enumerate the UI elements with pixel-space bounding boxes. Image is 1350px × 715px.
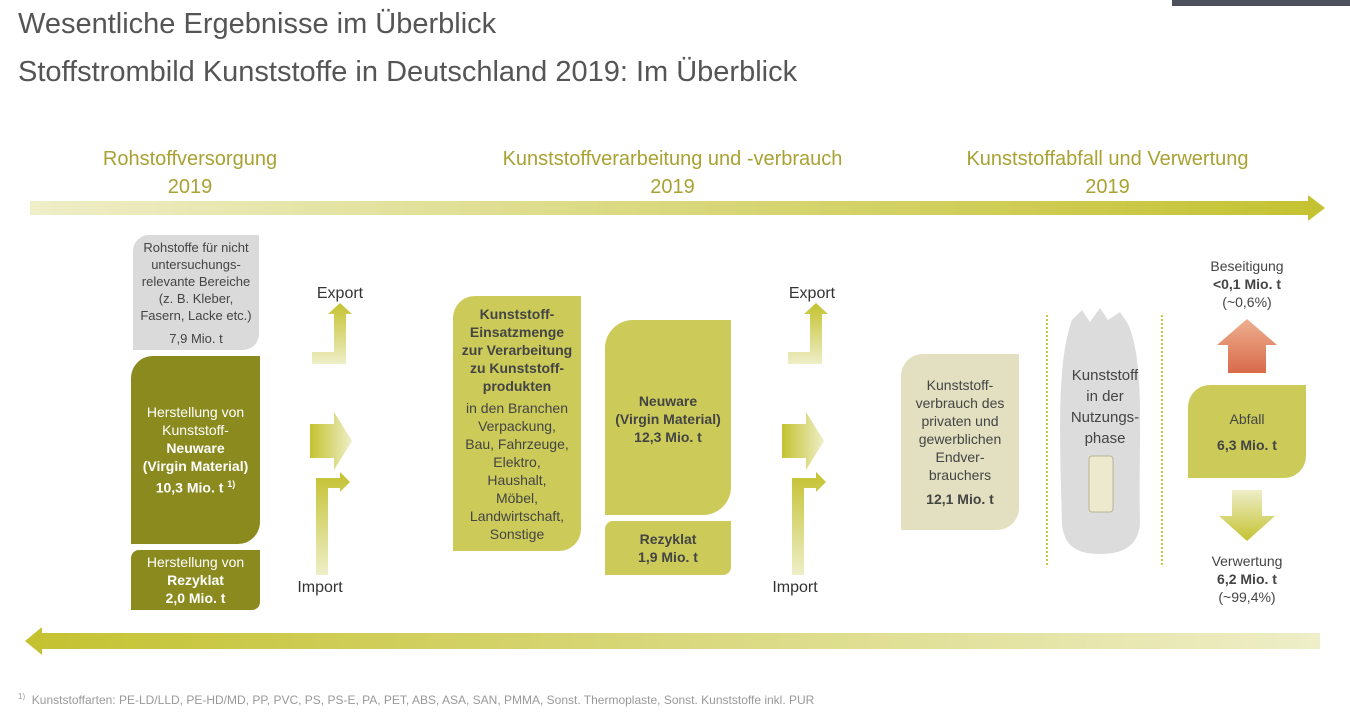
text-line: gewerblichen	[918, 431, 1002, 447]
phase-year: 2019	[1085, 176, 1130, 198]
export-arrow-icon	[312, 303, 828, 364]
footnote-mark: 1)	[227, 479, 236, 490]
text-line: Kunststoff-	[479, 305, 555, 322]
text-line: relevante Bereiche	[141, 273, 251, 289]
usage-cloud	[1060, 308, 1141, 554]
timeline-arrow-right	[30, 195, 1325, 221]
text-line: Endver-	[935, 449, 985, 465]
value: 6,2 Mio. t	[1217, 571, 1277, 587]
import-label: Import	[772, 579, 818, 596]
divider	[1046, 315, 1048, 565]
export-label: Export	[788, 285, 836, 302]
text-line: Haushalt,	[487, 471, 547, 488]
text-line: zur Verarbeitung	[461, 341, 573, 358]
text-line: Abfall	[1229, 410, 1265, 427]
box-end-consumer: Kunststoff-verbrauch des privaten und gewe…	[901, 354, 1019, 530]
text-line: (z. B. Kleber,	[158, 290, 234, 306]
text-line: (Virgin Material)	[142, 458, 249, 475]
text-line: Möbel,	[495, 489, 539, 506]
text-line: Verpackung,	[478, 417, 556, 434]
divider	[1161, 315, 1163, 565]
text-line: in den Branchen	[466, 399, 568, 416]
text-line: Verwertung	[1211, 553, 1283, 569]
box-virgin-material: Neuware (Virgin Material) 12,3 Mio. t	[605, 320, 731, 515]
text-line: Kunststoff-	[162, 422, 229, 439]
export-label: Export	[316, 285, 364, 302]
text-line: Rezyklat	[167, 572, 224, 588]
text-line: Fasern, Lacke etc.)	[140, 307, 252, 323]
phase-processing: Kunststoffverarbeitung und -verbrauch 201…	[480, 145, 865, 201]
flow-arrow-icon	[310, 412, 824, 470]
text-line: Herstellung von	[146, 554, 245, 570]
text-line: Einsatzmenge	[469, 323, 565, 340]
text-line: Rezyklat	[639, 531, 697, 547]
text-line: (Virgin Material)	[615, 411, 721, 427]
value: <0,1 Mio. t	[1212, 276, 1282, 292]
text-line: Neuware	[638, 393, 698, 409]
page-subtitle: Stoffstrombild Kunststoffe in Deutschlan…	[18, 56, 798, 88]
text-line: Neuware	[166, 440, 225, 457]
phase-label: Kunststoffabfall und Verwertung	[966, 148, 1249, 170]
phase-label: Kunststoffverarbeitung und -verbrauch	[502, 148, 843, 170]
hourglass-icon	[1088, 455, 1114, 513]
phase-year: 2019	[650, 176, 695, 198]
phase-year: 2019	[167, 176, 213, 198]
disposal-info: Beseitigung <0,1 Mio. t (~0,6%)	[1187, 253, 1307, 315]
text-line: Landwirtschaft,	[469, 507, 565, 524]
text-line: phase	[1084, 430, 1126, 447]
import-label: Import	[297, 579, 343, 596]
text-line: zu Kunststoff-	[469, 359, 565, 376]
text-line: brauchers	[928, 467, 992, 483]
footnote: 1) Kunststoffarten: PE-LD/LLD, PE-HD/MD,…	[18, 692, 814, 707]
phase-waste: Kunststoffabfall und Verwertung 2019	[950, 145, 1265, 201]
text-line: in der	[1086, 388, 1124, 405]
disposal-arrow-icon	[1217, 319, 1277, 373]
text-line: Beseitigung	[1210, 258, 1284, 274]
text-line: Kunststoff-	[926, 377, 994, 393]
value: 12,3 Mio. t	[634, 429, 702, 445]
value: 2,0 Mio. t	[165, 590, 226, 606]
box-waste: Abfall 6,3 Mio. t	[1188, 385, 1306, 478]
text-line: Sonstige	[489, 525, 545, 542]
text-line: Rohstoffe für nicht	[143, 239, 249, 255]
phase-raw-materials: Rohstoffversorgung 2019	[80, 145, 300, 201]
timeline-arrow-left	[25, 627, 1320, 655]
text-line: privaten und	[921, 413, 999, 429]
page-title: Wesentliche Ergebnisse im Überblick	[18, 8, 497, 40]
recovery-arrow-icon	[1219, 490, 1275, 541]
text-line: verbrauch des	[915, 395, 1005, 411]
text-line: Nutzungs-	[1070, 409, 1140, 426]
phase-label: Rohstoffversorgung	[102, 148, 278, 170]
recovery-info: Verwertung 6,2 Mio. t (~99,4%)	[1187, 548, 1307, 610]
share: (~0,6%)	[1222, 294, 1272, 310]
import-arrow-icon	[316, 472, 826, 575]
value: 6,3 Mio. t	[1217, 436, 1277, 453]
text-line: Kunststoff	[1071, 367, 1139, 384]
text-line: Bau, Fahrzeuge,	[465, 435, 569, 452]
text-line: Herstellung von	[146, 404, 245, 421]
box-recyclate: Rezyklat 1,9 Mio. t	[605, 521, 731, 575]
value: 7,9 Mio. t	[169, 330, 223, 346]
value: 10,3 Mio. t	[155, 479, 224, 496]
value: 1,9 Mio. t	[638, 549, 698, 565]
footnote-mark: 1)	[18, 692, 26, 701]
share: (~99,4%)	[1218, 589, 1276, 605]
text-line: untersuchungs-	[151, 256, 241, 272]
text-line: Elektro,	[493, 453, 541, 470]
value: 12,1 Mio. t	[926, 491, 994, 507]
text-line: produkten	[482, 377, 552, 394]
window-top-bar	[1172, 0, 1350, 6]
footnote-text: Kunststoffarten: PE-LD/LLD, PE-HD/MD, PP…	[31, 693, 815, 707]
